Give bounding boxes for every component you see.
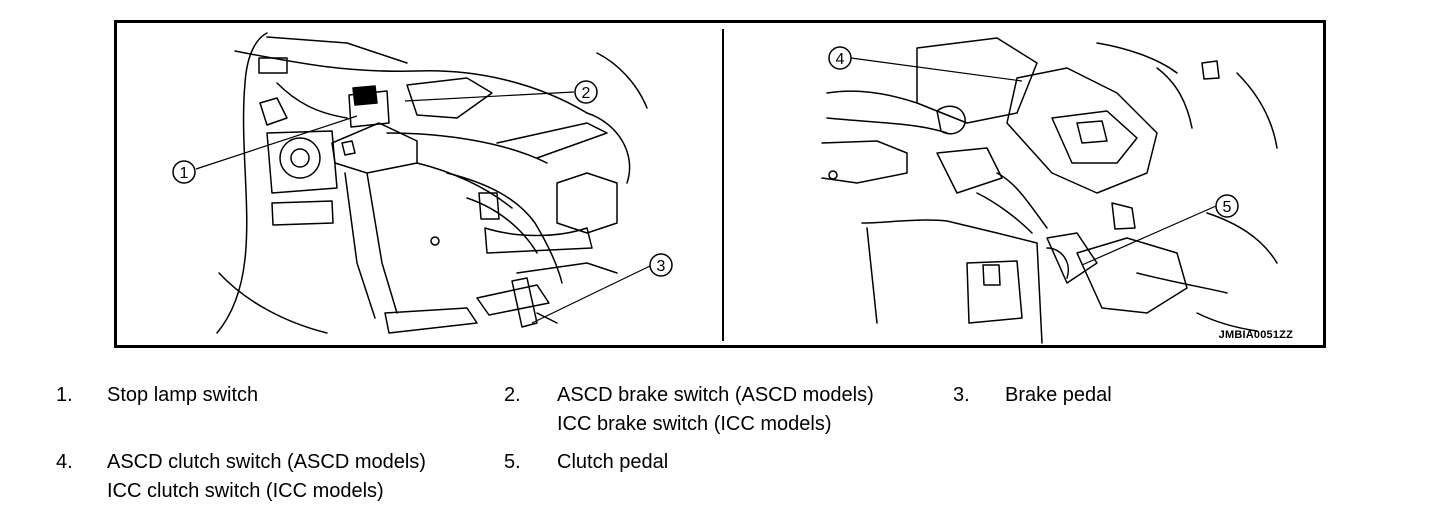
leader-line-1 <box>195 115 358 170</box>
legend-line: ASCD brake switch (ASCD models) <box>557 384 874 406</box>
leader-line-5 <box>1081 205 1217 266</box>
pedal-illustration: 1 2 3 4 5 <box>172 32 1278 344</box>
legend-line: ICC clutch switch (ICC models) <box>107 480 384 502</box>
svg-text:3: 3 <box>657 258 666 275</box>
callout-4: 4 <box>828 46 852 70</box>
callout-1: 1 <box>172 160 196 184</box>
legend-line: ASCD clutch switch (ASCD models) <box>107 451 426 473</box>
legend-text-1: Stop lamp switch <box>107 381 258 410</box>
svg-text:1: 1 <box>180 165 189 182</box>
leader-line-2 <box>404 91 575 102</box>
svg-text:4: 4 <box>836 51 845 68</box>
legend-text-4: ASCD clutch switch (ASCD models) ICC clu… <box>107 448 426 506</box>
legend-text-3: Brake pedal <box>1005 381 1112 410</box>
leader-line-3 <box>531 265 651 324</box>
legend-text-2: ASCD brake switch (ASCD models) ICC brak… <box>557 381 874 439</box>
callout-3: 3 <box>649 253 673 277</box>
legend-line: Stop lamp switch <box>107 384 259 406</box>
legend-line: Brake pedal <box>1005 384 1112 406</box>
legend-line: Clutch pedal <box>557 451 669 473</box>
legend-num-1: 1. <box>56 384 73 406</box>
svg-text:5: 5 <box>1223 199 1232 216</box>
right-panel-drawing <box>821 37 1278 344</box>
figure-code: JMBIA0051ZZ <box>1218 329 1293 341</box>
leader-line-4 <box>850 57 1023 82</box>
legend-line: ICC brake switch (ICC models) <box>557 413 832 435</box>
legend-num-5: 5. <box>504 451 521 473</box>
panel-divider <box>722 29 724 341</box>
left-panel-drawing <box>216 32 648 334</box>
callout-2: 2 <box>574 80 598 104</box>
legend-text-5: Clutch pedal <box>557 448 668 477</box>
legend-num-3: 3. <box>953 384 970 406</box>
svg-text:2: 2 <box>582 85 591 102</box>
diagram-figure: 1 2 3 4 5 JMBIA0051ZZ <box>114 20 1326 348</box>
legend-num-4: 4. <box>56 451 73 473</box>
callout-5: 5 <box>1215 194 1239 218</box>
legend-num-2: 2. <box>504 384 521 406</box>
